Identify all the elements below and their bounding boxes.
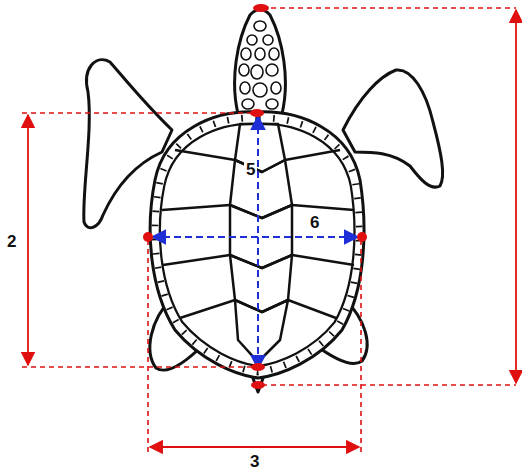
turtle-head xyxy=(235,10,286,115)
dimension-number: 5 xyxy=(244,160,257,180)
measurement-arrows xyxy=(152,116,358,369)
dimension-arrows xyxy=(28,10,516,447)
dimension-number: 6 xyxy=(308,213,321,233)
dimension-number: 3 xyxy=(248,452,261,472)
dimension-guides xyxy=(22,8,516,452)
landmark-dots xyxy=(143,4,367,389)
dimension-number: 2 xyxy=(5,232,18,252)
carapace xyxy=(150,112,364,378)
